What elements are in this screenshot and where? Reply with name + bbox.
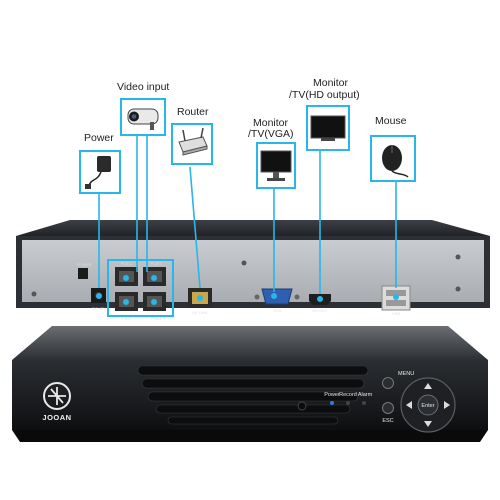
record-led xyxy=(346,401,350,405)
arrow-left-icon xyxy=(406,401,412,409)
label-power: Power xyxy=(84,132,114,144)
router-icon xyxy=(178,127,208,156)
arrow-right-icon xyxy=(444,401,450,409)
camera-device-box xyxy=(120,98,166,136)
screw xyxy=(241,260,247,266)
label-monitor-hd-line1: Monitor xyxy=(313,77,349,89)
rear-label-vga: VGA xyxy=(273,308,282,313)
brand-name: JOOAN xyxy=(42,413,71,422)
rear-label-power: POWER xyxy=(76,262,91,267)
jooan-logo-mark xyxy=(48,387,66,405)
indicator-record: Record xyxy=(339,392,357,398)
arrow-down-icon xyxy=(424,421,432,427)
jooan-logo-icon xyxy=(43,382,71,410)
arrow-up-icon xyxy=(424,383,432,389)
label-router: Router xyxy=(177,106,209,118)
power-switch xyxy=(78,268,88,279)
menu-label: MENU xyxy=(398,371,414,377)
alarm-led xyxy=(362,401,366,405)
front-unit-top xyxy=(12,326,488,360)
front-vent-grille xyxy=(137,365,369,425)
front-unit-bottom xyxy=(12,430,488,442)
vga-screw xyxy=(254,294,260,300)
power-device-box xyxy=(79,150,121,194)
rear-label-poe2: POE2 xyxy=(121,316,132,321)
power-adapter-icon xyxy=(85,156,111,189)
menu-button xyxy=(382,377,394,389)
connection-dots xyxy=(96,275,399,305)
connection-lines xyxy=(98,118,397,294)
tv-icon xyxy=(310,115,346,141)
rear-label-dc: DC 48V xyxy=(92,306,106,311)
power-led xyxy=(330,401,334,405)
esc-label: ESC xyxy=(382,418,393,424)
router-line xyxy=(189,166,201,289)
usb-port xyxy=(386,290,406,296)
router-device-box xyxy=(171,123,213,165)
label-monitor-hd-line2: /TV(HD output) xyxy=(289,89,360,101)
screw xyxy=(31,291,37,297)
indicator-alarm: Alarm xyxy=(358,392,373,398)
vga-screw xyxy=(294,294,300,300)
rear-label-poe4: POE4 xyxy=(151,316,162,321)
label-video-input: Video input xyxy=(117,81,170,93)
rear-label-uplink: UP LINK xyxy=(192,310,208,315)
mouse-device-box xyxy=(370,135,416,182)
rear-label-poe1: POE1 xyxy=(121,261,132,266)
rear-label-hd-out: HD OUT xyxy=(312,308,328,313)
esc-button xyxy=(382,402,394,414)
rear-label-usb: USB xyxy=(392,311,401,316)
enter-label: Enter xyxy=(421,403,434,409)
monitor-icon xyxy=(260,150,292,181)
rear-label-poe3: POE3 xyxy=(151,261,162,266)
screw xyxy=(455,286,461,292)
screw xyxy=(455,254,461,260)
label-monitor-vga-line2: /TV(VGA) xyxy=(248,128,294,140)
vga-monitor-box xyxy=(256,142,296,189)
poe-group-highlight xyxy=(107,259,174,317)
rear-unit-top xyxy=(16,220,490,236)
front-ir-window xyxy=(297,401,307,411)
indicator-power: Power xyxy=(324,392,340,398)
enter-button xyxy=(417,394,439,416)
hd-monitor-box xyxy=(306,105,350,151)
vga-port xyxy=(261,288,293,305)
bullet-camera-icon xyxy=(127,108,159,130)
label-mouse: Mouse xyxy=(375,115,407,127)
usb-port xyxy=(386,300,406,306)
mouse-icon xyxy=(382,145,409,178)
label-monitor-vga-line1: Monitor xyxy=(253,117,289,129)
